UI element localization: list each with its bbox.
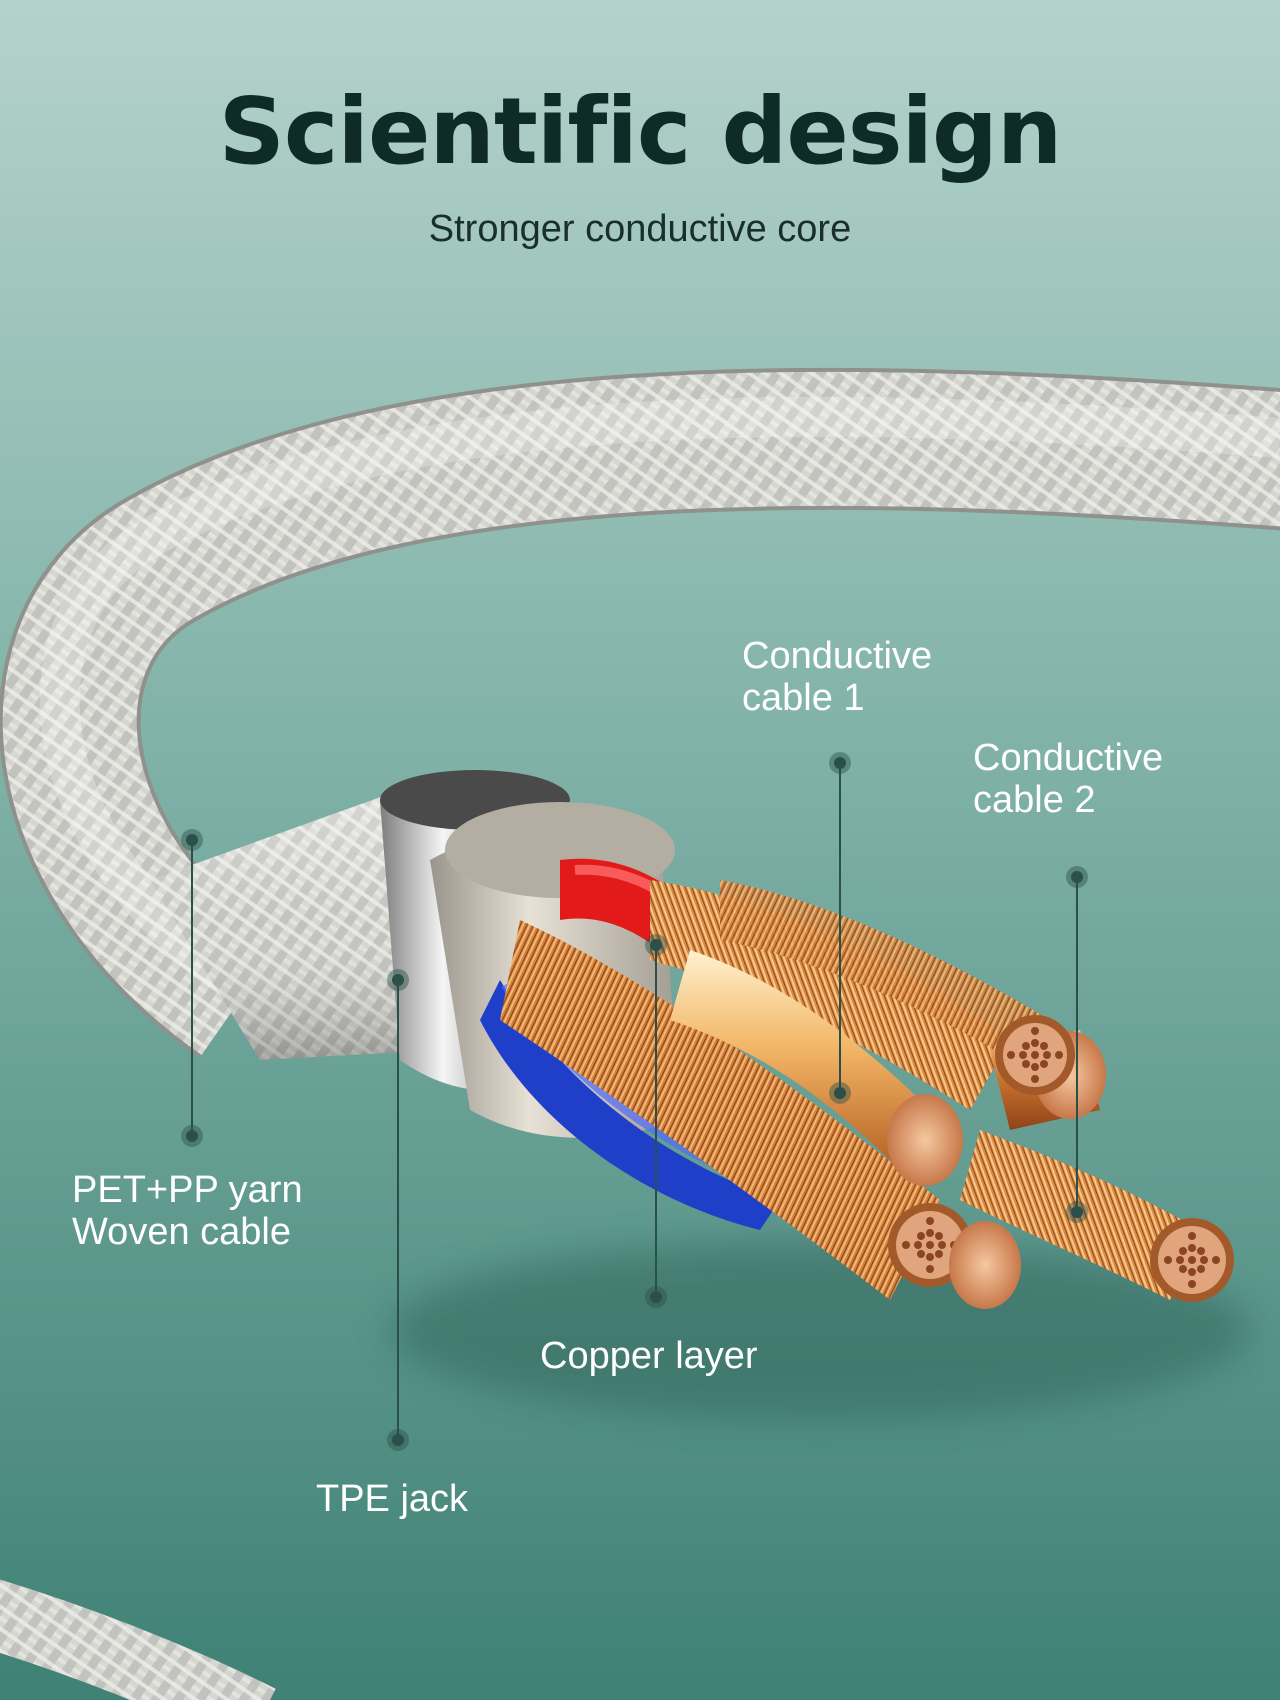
- callout-leader-copper-layer: [645, 934, 667, 1308]
- callout-leader-woven-cable: [181, 829, 203, 1147]
- page-title: Scientific design: [218, 78, 1063, 185]
- label-line: cable 1: [742, 677, 865, 719]
- label-copper-layer: Copper layer: [540, 1335, 758, 1377]
- label-line: Woven cable: [72, 1211, 291, 1253]
- callout-leader-conductive-cable-2: [1066, 866, 1088, 1223]
- label-line: TPE jack: [316, 1478, 469, 1520]
- label-line: Conductive: [742, 635, 933, 677]
- label-conductive-cable-1: Conductive cable 1: [742, 635, 932, 719]
- page-subtitle: Stronger conductive core: [428, 208, 852, 250]
- strand-end-3: [1150, 1218, 1234, 1302]
- callout-leader-tpe-jack: [387, 969, 409, 1451]
- label-line: PET+PP yarn: [72, 1169, 303, 1211]
- label-tpe-jack: TPE jack: [316, 1478, 468, 1520]
- strand-end-1: [995, 1015, 1075, 1095]
- label-line: Conductive: [973, 737, 1164, 779]
- callout-leader-conductive-cable-1: [829, 752, 851, 1104]
- label-line: Copper layer: [540, 1335, 758, 1377]
- label-line: cable 2: [973, 779, 1096, 821]
- label-conductive-cable-2: Conductive cable 2: [973, 737, 1163, 821]
- label-woven-cable: PET+PP yarn Woven cable: [72, 1169, 303, 1253]
